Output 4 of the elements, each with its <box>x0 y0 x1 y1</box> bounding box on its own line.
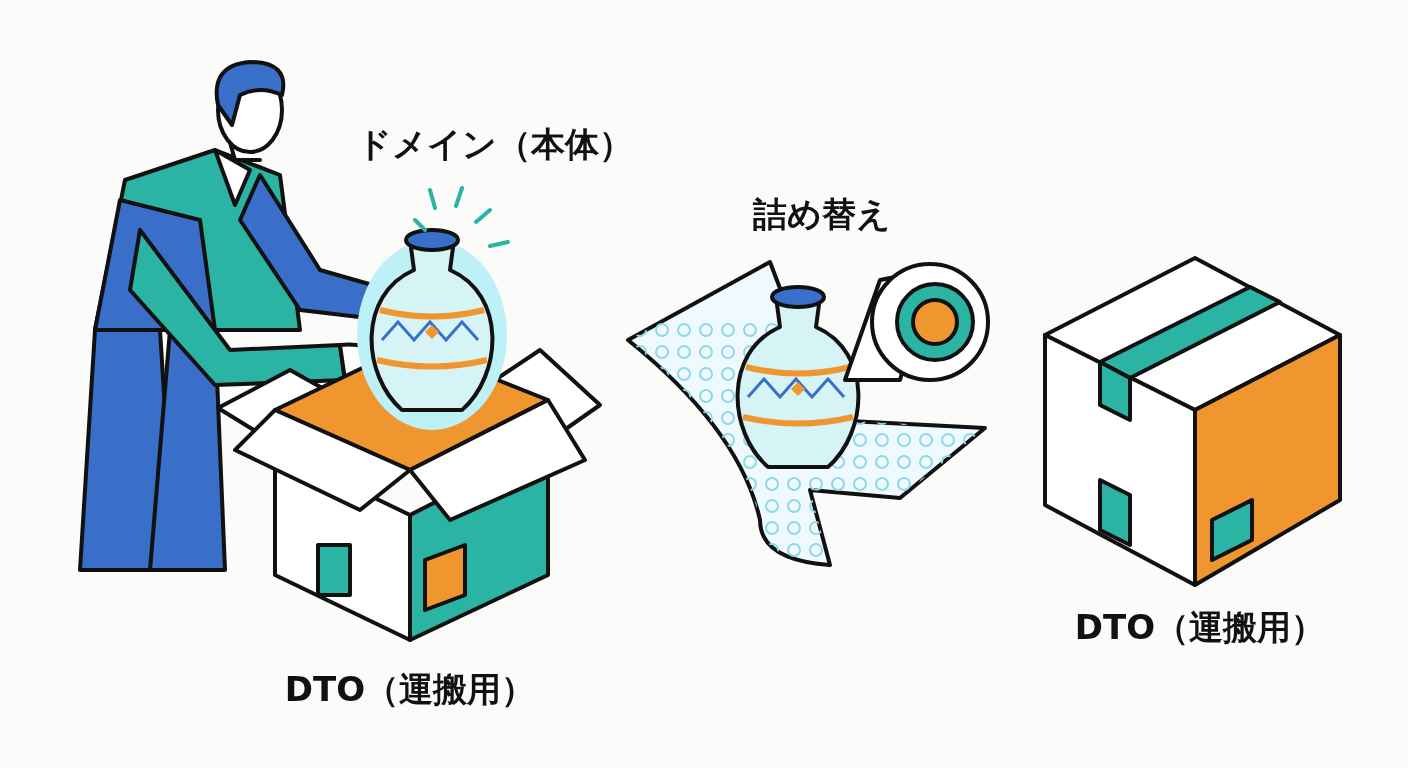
caption-label: ドメイン（本体） <box>357 123 633 166</box>
caption-label: DTO（運搬用） <box>284 668 536 711</box>
caption-label: DTO（運搬用） <box>1074 606 1326 649</box>
caption-label: 詰め替え <box>753 193 891 236</box>
